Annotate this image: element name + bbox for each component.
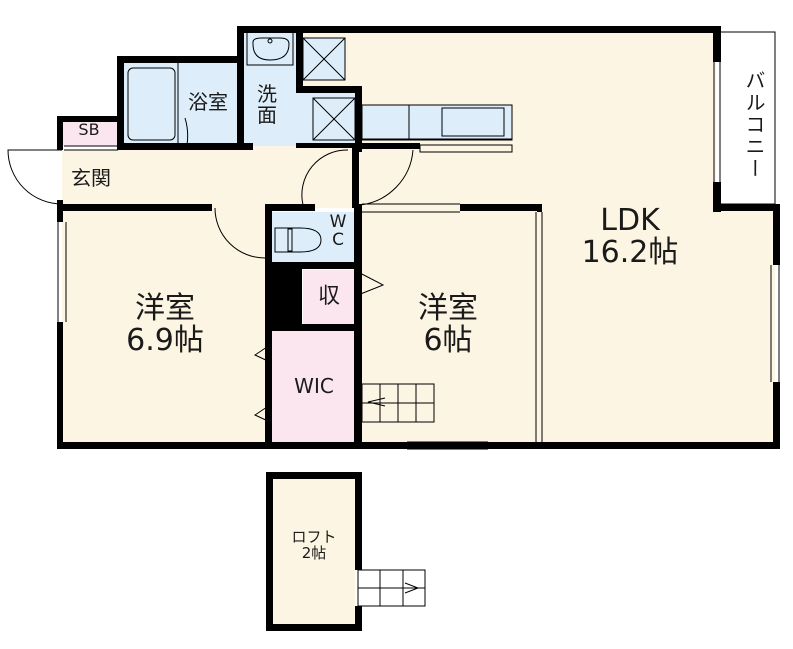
bathroom-label: 浴室: [188, 90, 228, 114]
ldk-label: LDK 16.2帖: [555, 205, 705, 268]
western-room-1-size: 6.9帖: [126, 322, 204, 358]
washroom-label: 洗 面: [245, 84, 289, 126]
western-room-2-label: 洋室 6帖: [378, 293, 518, 356]
corridor-floor: [120, 150, 358, 208]
western-room-2-floor: [358, 208, 540, 445]
shoe-box-label: SB: [78, 120, 100, 139]
ldk-name: LDK: [600, 203, 660, 238]
loft-size: 2帖: [301, 543, 327, 562]
toilet-floor: [272, 212, 354, 262]
toilet-label-line1: W: [329, 212, 347, 232]
toilet-label: W C: [326, 212, 350, 250]
loft-name: ロフト: [291, 528, 337, 546]
entrance-floor: [62, 150, 120, 208]
ldk-size: 16.2帖: [581, 234, 679, 270]
wic-floor: [272, 330, 354, 442]
entrance-label: 玄関: [71, 166, 111, 190]
loft-floor: [272, 478, 355, 624]
shoe-box-floor: [62, 120, 118, 146]
washroom-label-line2: 面: [257, 103, 277, 127]
western-room-2-size: 6帖: [423, 322, 473, 358]
western-room-1-name: 洋室: [135, 291, 195, 326]
closet-floor: [303, 270, 355, 324]
ldk-floor: [62, 32, 775, 445]
loft-label: ロフト 2帖: [273, 528, 355, 562]
western-room-2-name: 洋室: [418, 291, 478, 326]
balcony-label: バルコニー: [742, 70, 766, 180]
bathtub-icon: [127, 67, 176, 141]
toilet-label-line2: C: [332, 229, 344, 250]
floors: [62, 31, 776, 624]
balcony-floor: [719, 31, 776, 205]
closet-label: 収: [317, 284, 340, 309]
western-room-1-label: 洋室 6.9帖: [90, 293, 240, 356]
walls: [57, 26, 780, 631]
western-room-1-floor: [62, 208, 267, 445]
sink-icon: [252, 37, 290, 61]
toilet-icon: [274, 227, 322, 253]
fixtures: [7, 31, 780, 607]
wic-label: WIC: [294, 374, 334, 398]
washroom-label-line1: 洗: [257, 82, 277, 106]
